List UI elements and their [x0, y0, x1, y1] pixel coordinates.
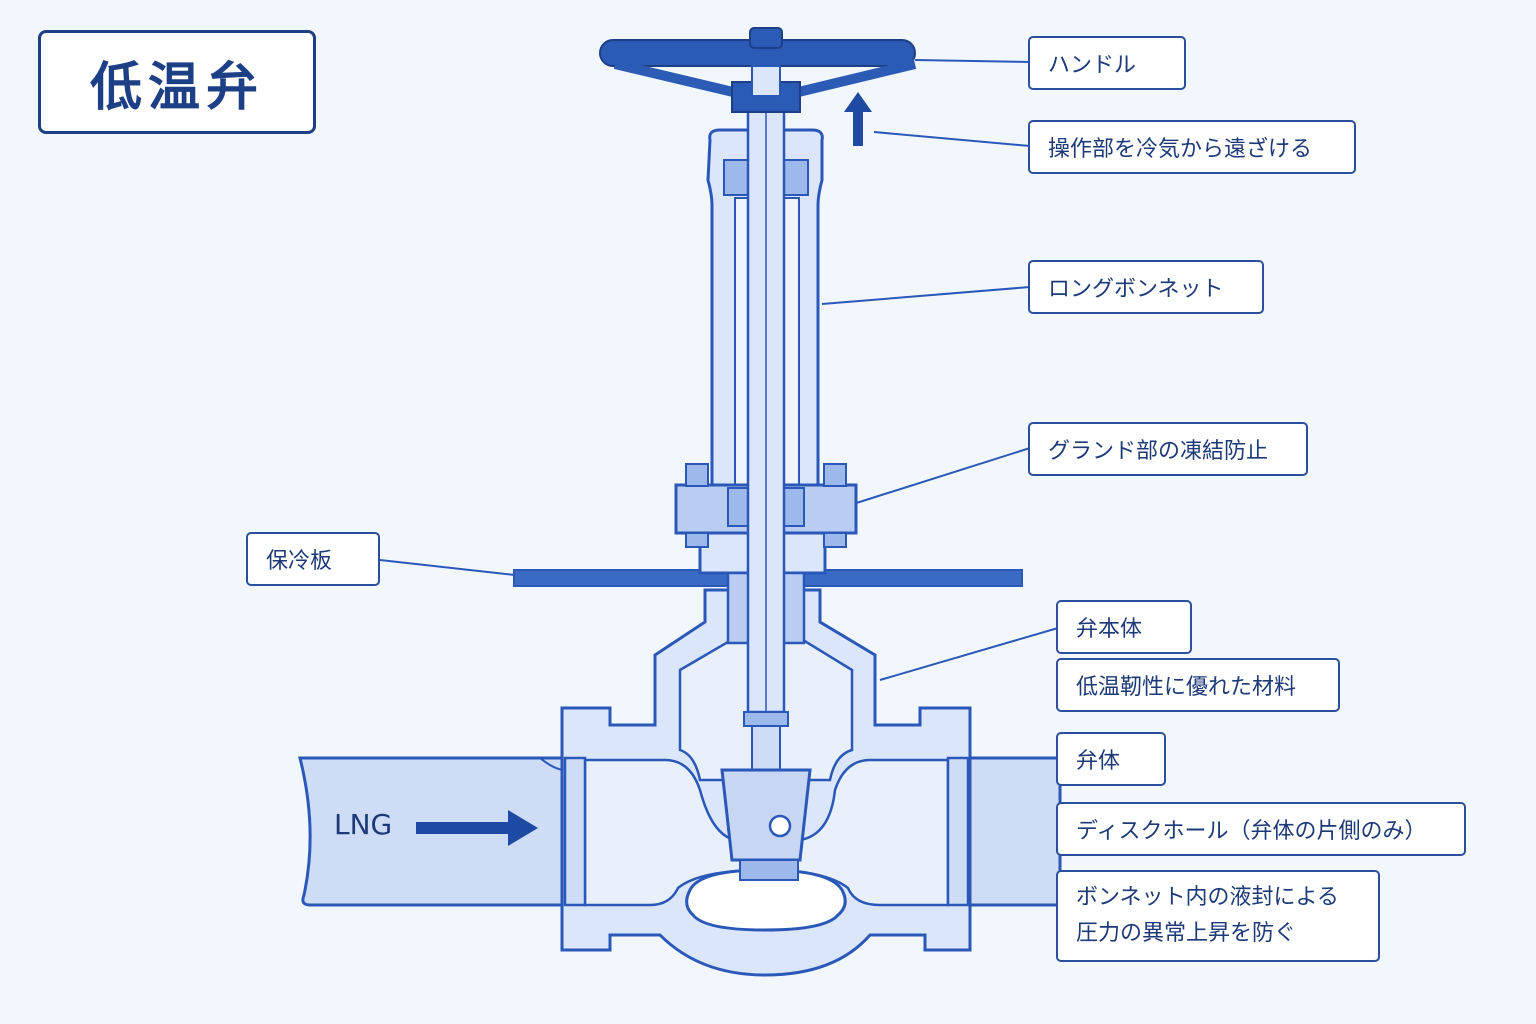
- label-body-material: 低温靭性に優れた材料: [1056, 658, 1340, 712]
- page-title: 低温弁: [89, 57, 264, 118]
- leader-gland: [849, 447, 1031, 506]
- label-seal-line1: ボンネット内の液封による: [1076, 885, 1339, 910]
- label-long-bonnet: ロングボンネット: [1028, 260, 1264, 314]
- leader-body: [879, 627, 1059, 681]
- leader-long-bonnet: [821, 286, 1031, 305]
- label-handle: ハンドル: [1028, 36, 1186, 90]
- label-seal-line2: 圧力の異常上昇を防ぐ: [1076, 921, 1297, 946]
- label-gland: グランド部の凍結防止: [1028, 422, 1308, 476]
- label-disc-hole: ディスクホール（弁体の片側のみ）: [1056, 802, 1466, 856]
- label-disc: 弁体: [1056, 732, 1166, 786]
- leader-operation: [873, 131, 1031, 147]
- handwheel: [599, 27, 917, 113]
- label-cold-plate: 保冷板: [246, 532, 380, 586]
- disc: [720, 768, 812, 881]
- flow-arrow-icon: [416, 810, 538, 846]
- label-body: 弁本体: [1056, 600, 1192, 654]
- label-seal: ボンネット内の液封による 圧力の異常上昇を防ぐ: [1056, 870, 1380, 962]
- up-arrow-icon: [844, 92, 872, 146]
- flow-label: LNG: [334, 808, 393, 841]
- pipe-right: [968, 756, 1062, 907]
- disc-hole: [768, 814, 792, 838]
- leader-handle: [914, 59, 1031, 63]
- leader-cold-plate: [379, 559, 516, 576]
- title-box: 低温弁: [38, 30, 316, 134]
- label-operation: 操作部を冷気から遠ざける: [1028, 120, 1356, 174]
- stem: [743, 98, 789, 771]
